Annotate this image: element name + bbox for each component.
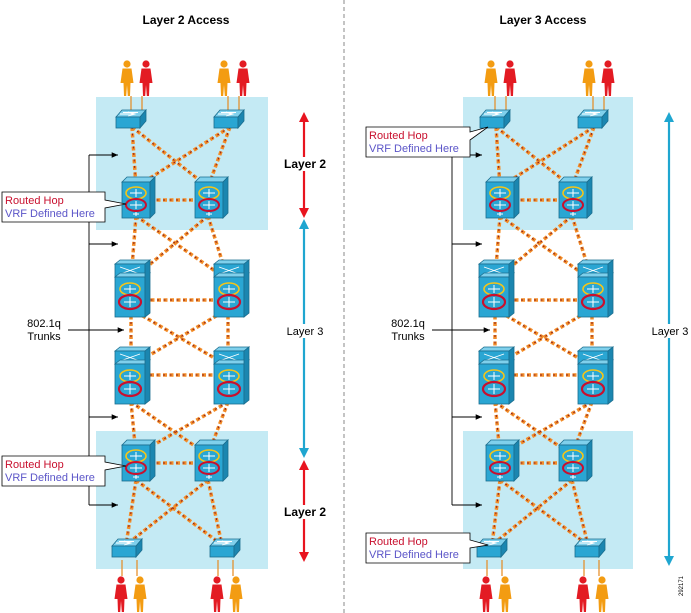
user-icon (114, 576, 128, 612)
access-switch-icon (213, 109, 245, 129)
svg-text:Routed Hop: Routed Hop (369, 130, 428, 142)
svg-text:VRF Defined Here: VRF Defined Here (369, 549, 459, 561)
layer2-upper-arrow: Layer 2 (282, 112, 328, 218)
distribution-router-icon (194, 439, 229, 482)
user-icon (479, 576, 493, 612)
user-icon (120, 60, 134, 96)
user-icon (139, 60, 153, 96)
user-icon (498, 576, 512, 612)
svg-text:Layer 2: Layer 2 (284, 505, 326, 519)
distribution-router-icon (485, 176, 520, 219)
svg-text:Layer 3: Layer 3 (652, 326, 689, 338)
user-icon (576, 576, 590, 612)
user-icon (503, 60, 517, 96)
distribution-router-icon (558, 176, 593, 219)
core-switch-icon (576, 258, 615, 319)
access-switch-icon (111, 538, 143, 558)
trunks-label-line2: Trunks (27, 331, 61, 343)
svg-text:Layer 3: Layer 3 (287, 326, 324, 338)
access-switch-icon (209, 538, 241, 558)
user-icon (582, 60, 596, 96)
routed-hop-callout: Routed Hop VRF Defined Here (365, 532, 489, 564)
user-icon (229, 576, 243, 612)
left-panel-title: Layer 2 Access (143, 13, 230, 27)
core-switch-icon (113, 345, 152, 406)
routed-hop-callout: Routed Hop VRF Defined Here (1, 455, 127, 487)
distribution-router-icon (194, 176, 229, 219)
trunks-label-line1: 802.1q (391, 318, 425, 330)
distribution-router-icon (485, 439, 520, 482)
access-switch-icon (479, 109, 511, 129)
svg-text:VRF Defined Here: VRF Defined Here (369, 143, 459, 155)
left-panel: Layer 2 Access (1, 13, 328, 612)
left-links (124, 125, 232, 547)
user-icon (484, 60, 498, 96)
layer3-arrow: Layer 3 (648, 112, 690, 566)
distribution-router-icon (558, 439, 593, 482)
routed-hop-callout: Routed Hop VRF Defined Here (1, 191, 127, 223)
access-switch-icon (115, 109, 147, 129)
svg-text:VRF Defined Here: VRF Defined Here (5, 208, 95, 220)
access-switch-icon (476, 538, 508, 558)
core-switch-icon (477, 345, 516, 406)
access-switch-icon (574, 538, 606, 558)
user-icon (601, 60, 615, 96)
distribution-router-icon (121, 176, 156, 219)
user-icon (210, 576, 224, 612)
trunks-label-line1: 802.1q (27, 318, 61, 330)
layer2-lower-arrow: Layer 2 (282, 460, 328, 562)
core-switch-icon (113, 258, 152, 319)
svg-text:VRF Defined Here: VRF Defined Here (5, 472, 95, 484)
core-switch-icon (477, 258, 516, 319)
user-icon (217, 60, 231, 96)
user-icon (133, 576, 147, 612)
figure-id: 292171 (679, 575, 685, 596)
user-icon (595, 576, 609, 612)
trunks-label-line2: Trunks (391, 331, 425, 343)
right-links (490, 125, 596, 547)
layer3-middle-arrow: Layer 3 (282, 219, 328, 458)
svg-text:Routed Hop: Routed Hop (369, 536, 428, 548)
core-switch-icon (212, 258, 251, 319)
svg-text:Routed Hop: Routed Hop (5, 195, 64, 207)
right-panel: Layer 3 Access (365, 13, 690, 612)
distribution-router-icon (121, 439, 156, 482)
svg-text:Layer 2: Layer 2 (284, 157, 326, 171)
core-switch-icon (212, 345, 251, 406)
user-icon (236, 60, 250, 96)
svg-text:Routed Hop: Routed Hop (5, 459, 64, 471)
routed-hop-callout: Routed Hop VRF Defined Here (365, 126, 489, 158)
right-panel-title: Layer 3 Access (500, 13, 587, 27)
core-switch-icon (576, 345, 615, 406)
access-switch-icon (577, 109, 609, 129)
